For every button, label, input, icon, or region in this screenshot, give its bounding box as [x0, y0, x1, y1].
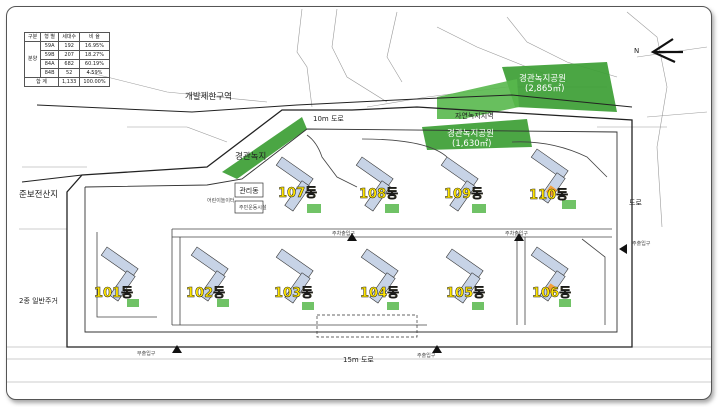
play-areas: [127, 200, 576, 310]
site-inner-outline: [84, 128, 618, 333]
gate-sub-bottom-label: 부출입구: [137, 350, 156, 357]
legend-header-row: 구분 형 별 세대수 비 율: [23, 32, 110, 42]
legend-type: 84B: [40, 68, 59, 78]
green-buffer-label: 경관녹지: [235, 151, 266, 162]
green-park-north-area: (2,865㎡): [525, 84, 564, 94]
gate-arrows: [172, 233, 627, 353]
legend-units: 682: [57, 59, 81, 69]
green-buffer: [222, 117, 307, 179]
legend-type: 59B: [40, 50, 59, 60]
natural-zone-label: 자연녹지지역: [455, 111, 494, 120]
legend-units: 192: [57, 41, 81, 51]
green-park-mid-area: (1,630㎡): [452, 139, 491, 149]
building-label-110: 110동: [529, 188, 568, 203]
green-park-mid-label: 경관녹지공원: [447, 128, 494, 139]
legend-header: 세대수: [57, 32, 81, 42]
legend-ratio: 60.19%: [79, 59, 110, 69]
green-park-north-label: 경관녹지공원: [519, 73, 566, 84]
legend-row: 59B 207 18.27%: [25, 50, 110, 60]
buildings-bottom-row: [100, 246, 569, 304]
building-label-108: 108동: [359, 187, 398, 202]
building-label-102: 102동: [186, 286, 225, 301]
legend-type: 84A: [40, 59, 59, 69]
building-label-101: 101동: [94, 286, 133, 301]
gate-center2-label: 주차출입구: [505, 230, 528, 237]
legend-group-label: 분양: [23, 41, 42, 78]
legend-type: 59A: [40, 41, 59, 51]
legend-ratio: 16.95%: [79, 41, 110, 51]
legend-ratio: 4.59%: [79, 68, 110, 78]
site-boundary: [66, 106, 633, 348]
unit-legend-table: 구분 형 별 세대수 비 율 분양 59A 192 16.95% 59B 207…: [23, 32, 110, 87]
legend-total-units: 1,133: [57, 77, 81, 87]
legend-total-label: 합 계: [24, 77, 59, 87]
site-plan-frame: 관리동 어린이놀이터 주민운동시설 개발제한구역 경관녹지공원 (2,865㎡)…: [6, 6, 712, 400]
north-arrow-icon: [650, 38, 683, 64]
site-plan-drawing: 관리동 어린이놀이터 주민운동시설 개발제한구역 경관녹지공원 (2,865㎡)…: [7, 8, 711, 383]
restricted-zone-label: 개발제한구역: [185, 91, 232, 102]
legend-total-row: 합 계 1,133 100.00%: [24, 77, 110, 87]
building-label-105: 105동: [446, 286, 485, 301]
legend-units: 52: [57, 68, 81, 78]
green-park-mid: [422, 119, 532, 150]
road-bottom-label: 15m 도로: [343, 356, 374, 364]
building-label-104: 104동: [360, 286, 399, 301]
building-label-107: 107동: [278, 186, 317, 201]
building-label-103: 103동: [274, 286, 313, 301]
building-label-106: 106동: [532, 286, 571, 301]
community-facility: [234, 200, 264, 214]
left-zone2-label: 2종 일반주거: [19, 296, 58, 305]
facility3-label: 주민운동시설: [239, 204, 267, 211]
legend-units: 207: [57, 50, 81, 60]
facility2-label: 어린이놀이터: [207, 197, 235, 204]
road-top-label: 10m 도로: [313, 115, 344, 123]
gate-main-bottom-label: 주출입구: [417, 352, 436, 359]
legend-total-ratio: 100.00%: [79, 77, 110, 87]
gate-right-label: 주출입구: [632, 240, 651, 247]
building-label-109: 109동: [444, 187, 483, 202]
legend-header: 비 율: [79, 32, 110, 42]
gate-center-label: 주차출입구: [332, 230, 355, 237]
parking-outline: [316, 314, 418, 338]
legend-row: 분양 59A 192 16.95%: [23, 41, 110, 78]
internal-roads: [96, 134, 612, 326]
green-park-north: [502, 62, 617, 112]
facility1-label: 관리동: [239, 186, 259, 195]
legend-header: 구분: [23, 32, 42, 42]
left-zone-label: 준보전산지: [19, 189, 58, 200]
north-label: N: [634, 47, 639, 55]
management-building: [234, 182, 264, 198]
legend-header: 형 별: [40, 32, 59, 42]
buildings-top-row: [275, 148, 569, 212]
road-right-label: 도로: [629, 199, 642, 207]
legend-ratio: 18.27%: [79, 50, 110, 60]
